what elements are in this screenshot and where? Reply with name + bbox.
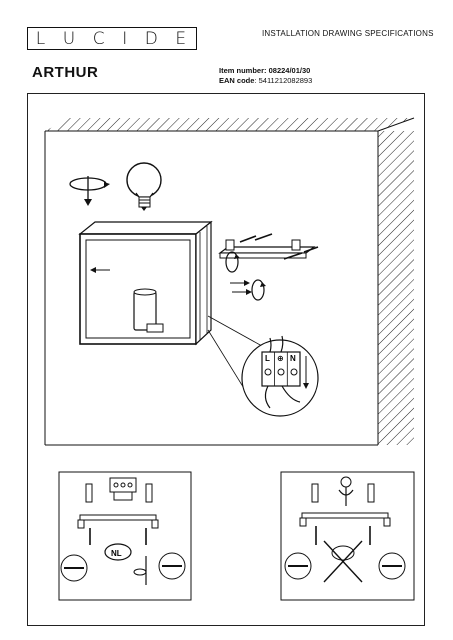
- mounting-bracket: [218, 239, 316, 259]
- terminal-label-live: L: [265, 354, 270, 363]
- rotate-arrow-icon: [69, 176, 110, 206]
- mounting-panel-not-allowed: [280, 471, 415, 601]
- lantern-fixture: [78, 220, 213, 346]
- brand-logo: L U C I D E: [27, 27, 197, 50]
- logo-letter: D: [144, 28, 160, 49]
- logo-letter: E: [175, 28, 189, 49]
- product-codes: Item number: 08224/01/30 EAN code: 54112…: [219, 66, 312, 86]
- document-title: INSTALLATION DRAWING SPECIFICATIONS: [262, 29, 434, 38]
- item-number-label: Item number:: [219, 66, 267, 75]
- rotate-arrow-icon: [225, 251, 266, 301]
- bulb-icon: [126, 162, 162, 211]
- item-number-value: 08224/01/30: [268, 66, 311, 75]
- ean-row: EAN code: 5411212082893: [219, 76, 312, 86]
- product-name: ARTHUR: [32, 64, 99, 81]
- terminal-block-detail: [241, 335, 319, 417]
- terminal-label-earth: ⊕: [277, 354, 284, 363]
- logo-letter: U: [62, 28, 78, 49]
- screw-icon: [239, 233, 319, 260]
- ean-value: : 5411212082893: [254, 76, 313, 85]
- drawing-frame: [27, 93, 425, 626]
- logo-letter: I: [122, 28, 130, 49]
- ean-label: EAN code: [219, 76, 255, 85]
- wall: [44, 117, 415, 446]
- nl-badge: NL: [111, 549, 122, 558]
- mounting-panel-allowed: [58, 471, 192, 601]
- logo-letter: L: [35, 28, 48, 49]
- terminal-label-neutral: N: [290, 354, 296, 363]
- item-number-row: Item number: 08224/01/30: [219, 66, 312, 76]
- logo-letter: C: [92, 28, 107, 49]
